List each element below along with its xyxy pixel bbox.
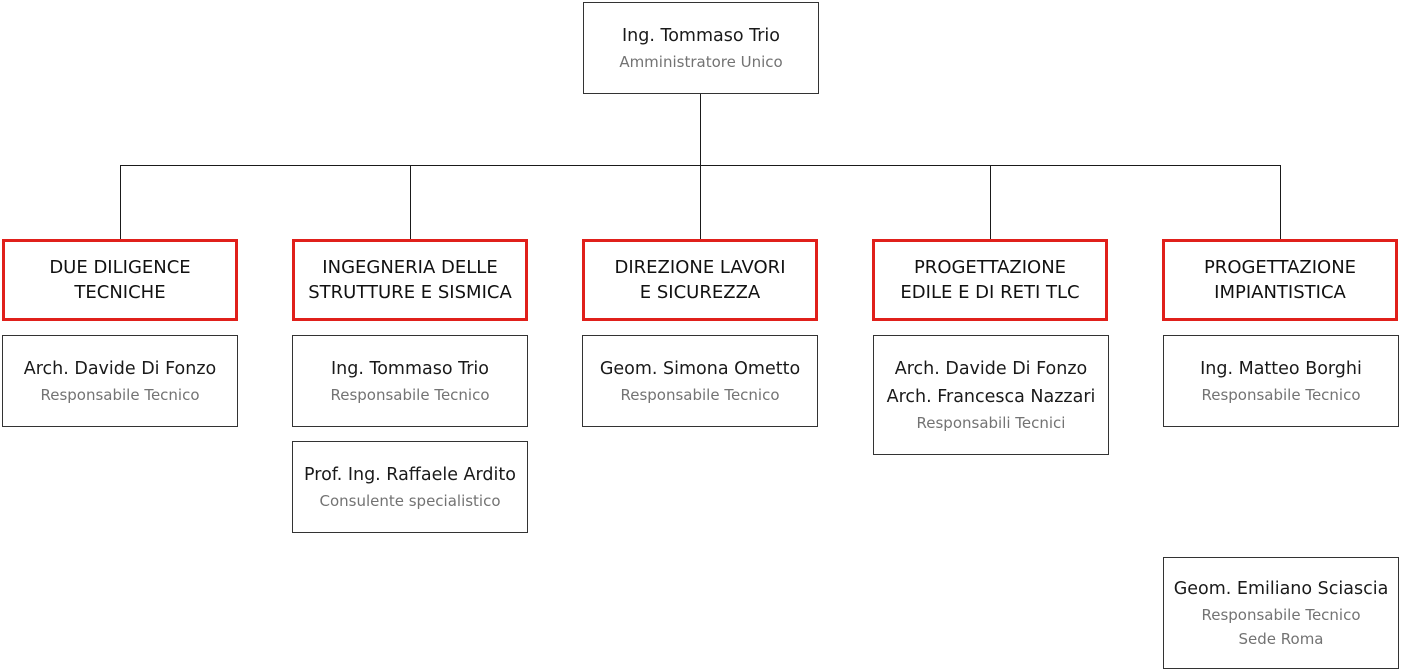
department-title-line: TECNICHE <box>74 282 166 303</box>
connector-dept-1 <box>120 165 121 240</box>
person-role: Responsabile Tecnico <box>40 386 200 404</box>
connector-dept-4 <box>990 165 991 240</box>
department-progettazione-impiantistica: PROGETTAZIONE IMPIANTISTICA <box>1162 239 1398 321</box>
root-name: Ing. Tommaso Trio <box>622 26 780 46</box>
person-card: Arch. Davide Di Fonzo Arch. Francesca Na… <box>873 335 1109 455</box>
person-name: Geom. Emiliano Sciascia <box>1173 579 1389 599</box>
department-title-line: E SICUREZZA <box>639 282 761 303</box>
department-title-line: PROGETTAZIONE <box>1203 257 1357 278</box>
person-role: Responsabili Tecnici <box>916 414 1066 432</box>
person-card: Prof. Ing. Raffaele Ardito Consulente sp… <box>292 441 528 533</box>
person-card: Geom. Simona Ometto Responsabile Tecnico <box>582 335 818 427</box>
department-title-line: EDILE E DI RETI TLC <box>900 282 1080 303</box>
department-ingegneria-strutture: INGEGNERIA DELLE STRUTTURE E SISMICA <box>292 239 528 321</box>
root-card: Ing. Tommaso Trio Amministratore Unico <box>583 2 819 94</box>
person-role: Consulente specialistico <box>319 492 501 510</box>
connector-dept-2 <box>410 165 411 240</box>
department-direzione-lavori: DIREZIONE LAVORI E SICUREZZA <box>582 239 818 321</box>
person-role: Responsabile Tecnico <box>620 386 780 404</box>
department-due-diligence: DUE DILIGENCE TECNICHE <box>2 239 238 321</box>
connector-root-down <box>700 93 701 166</box>
person-role: Responsabile Tecnico <box>1201 606 1361 624</box>
connector-dept-5 <box>1280 165 1281 240</box>
department-title-line: PROGETTAZIONE <box>913 257 1067 278</box>
person-card: Geom. Emiliano Sciascia Responsabile Tec… <box>1163 557 1399 669</box>
department-title-line: DIREZIONE LAVORI <box>614 257 786 278</box>
department-title-line: INGEGNERIA DELLE <box>322 257 498 278</box>
person-name: Ing. Matteo Borghi <box>1200 359 1362 379</box>
person-card: Ing. Matteo Borghi Responsabile Tecnico <box>1163 335 1399 427</box>
root-role: Amministratore Unico <box>619 53 783 71</box>
person-name: Geom. Simona Ometto <box>599 359 801 379</box>
connector-dept-3 <box>700 165 701 240</box>
department-progettazione-edile: PROGETTAZIONE EDILE E DI RETI TLC <box>872 239 1108 321</box>
person-name: Arch. Davide Di Fonzo <box>23 359 217 379</box>
person-card: Ing. Tommaso Trio Responsabile Tecnico <box>292 335 528 427</box>
person-role: Responsabile Tecnico <box>330 386 490 404</box>
department-title-line: DUE DILIGENCE <box>49 257 191 278</box>
person-name: Prof. Ing. Raffaele Ardito <box>304 465 516 485</box>
department-title-line: STRUTTURE E SISMICA <box>308 282 512 303</box>
person-name: Ing. Tommaso Trio <box>331 359 489 379</box>
person-location: Sede Roma <box>1238 630 1324 648</box>
person-name: Arch. Francesca Nazzari <box>886 387 1096 407</box>
department-title-line: IMPIANTISTICA <box>1214 282 1346 303</box>
person-name: Arch. Davide Di Fonzo <box>894 359 1088 379</box>
person-card: Arch. Davide Di Fonzo Responsabile Tecni… <box>2 335 238 427</box>
person-role: Responsabile Tecnico <box>1201 386 1361 404</box>
